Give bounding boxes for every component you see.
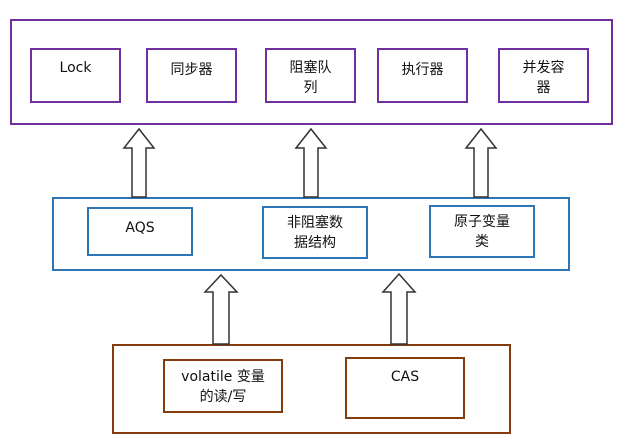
top-item-concurrent-container-label: 并发容 器 [522, 60, 565, 96]
middle-item-non-blocking-data-structure-label: 非阻塞数 据结构 [287, 215, 343, 251]
top-item-blocking-queue-label: 阻塞队 列 [289, 60, 332, 96]
top-item-executor-label: 执行器 [401, 62, 444, 78]
middle-item-aqs-label: AQS [125, 220, 155, 236]
bottom-item-volatile-read-write: volatile 变量 的读/写 [163, 359, 283, 413]
top-item-lock: Lock [30, 48, 121, 103]
middle-item-non-blocking-data-structure: 非阻塞数 据结构 [262, 206, 368, 259]
arrow-bottom-to-middle-1 [203, 273, 239, 345]
top-item-lock-label: Lock [59, 60, 92, 76]
bottom-item-cas: CAS [345, 357, 465, 419]
arrow-middle-to-top-1 [122, 127, 156, 198]
top-item-concurrent-container: 并发容 器 [498, 48, 589, 103]
arrow-bottom-to-middle-2 [381, 272, 417, 345]
bottom-item-volatile-read-write-label: volatile 变量 的读/写 [181, 369, 265, 405]
top-item-synchronizer-label: 同步器 [170, 62, 213, 78]
top-item-synchronizer: 同步器 [146, 48, 237, 103]
top-item-executor: 执行器 [377, 48, 468, 103]
arrow-middle-to-top-3 [464, 127, 498, 198]
top-item-blocking-queue: 阻塞队 列 [265, 48, 356, 103]
bottom-item-cas-label: CAS [390, 369, 420, 385]
arrow-middle-to-top-2 [294, 127, 328, 198]
middle-item-atomic-variable-label: 原子变量 类 [454, 214, 510, 250]
middle-item-aqs: AQS [87, 207, 193, 256]
middle-item-atomic-variable: 原子变量 类 [429, 205, 535, 258]
